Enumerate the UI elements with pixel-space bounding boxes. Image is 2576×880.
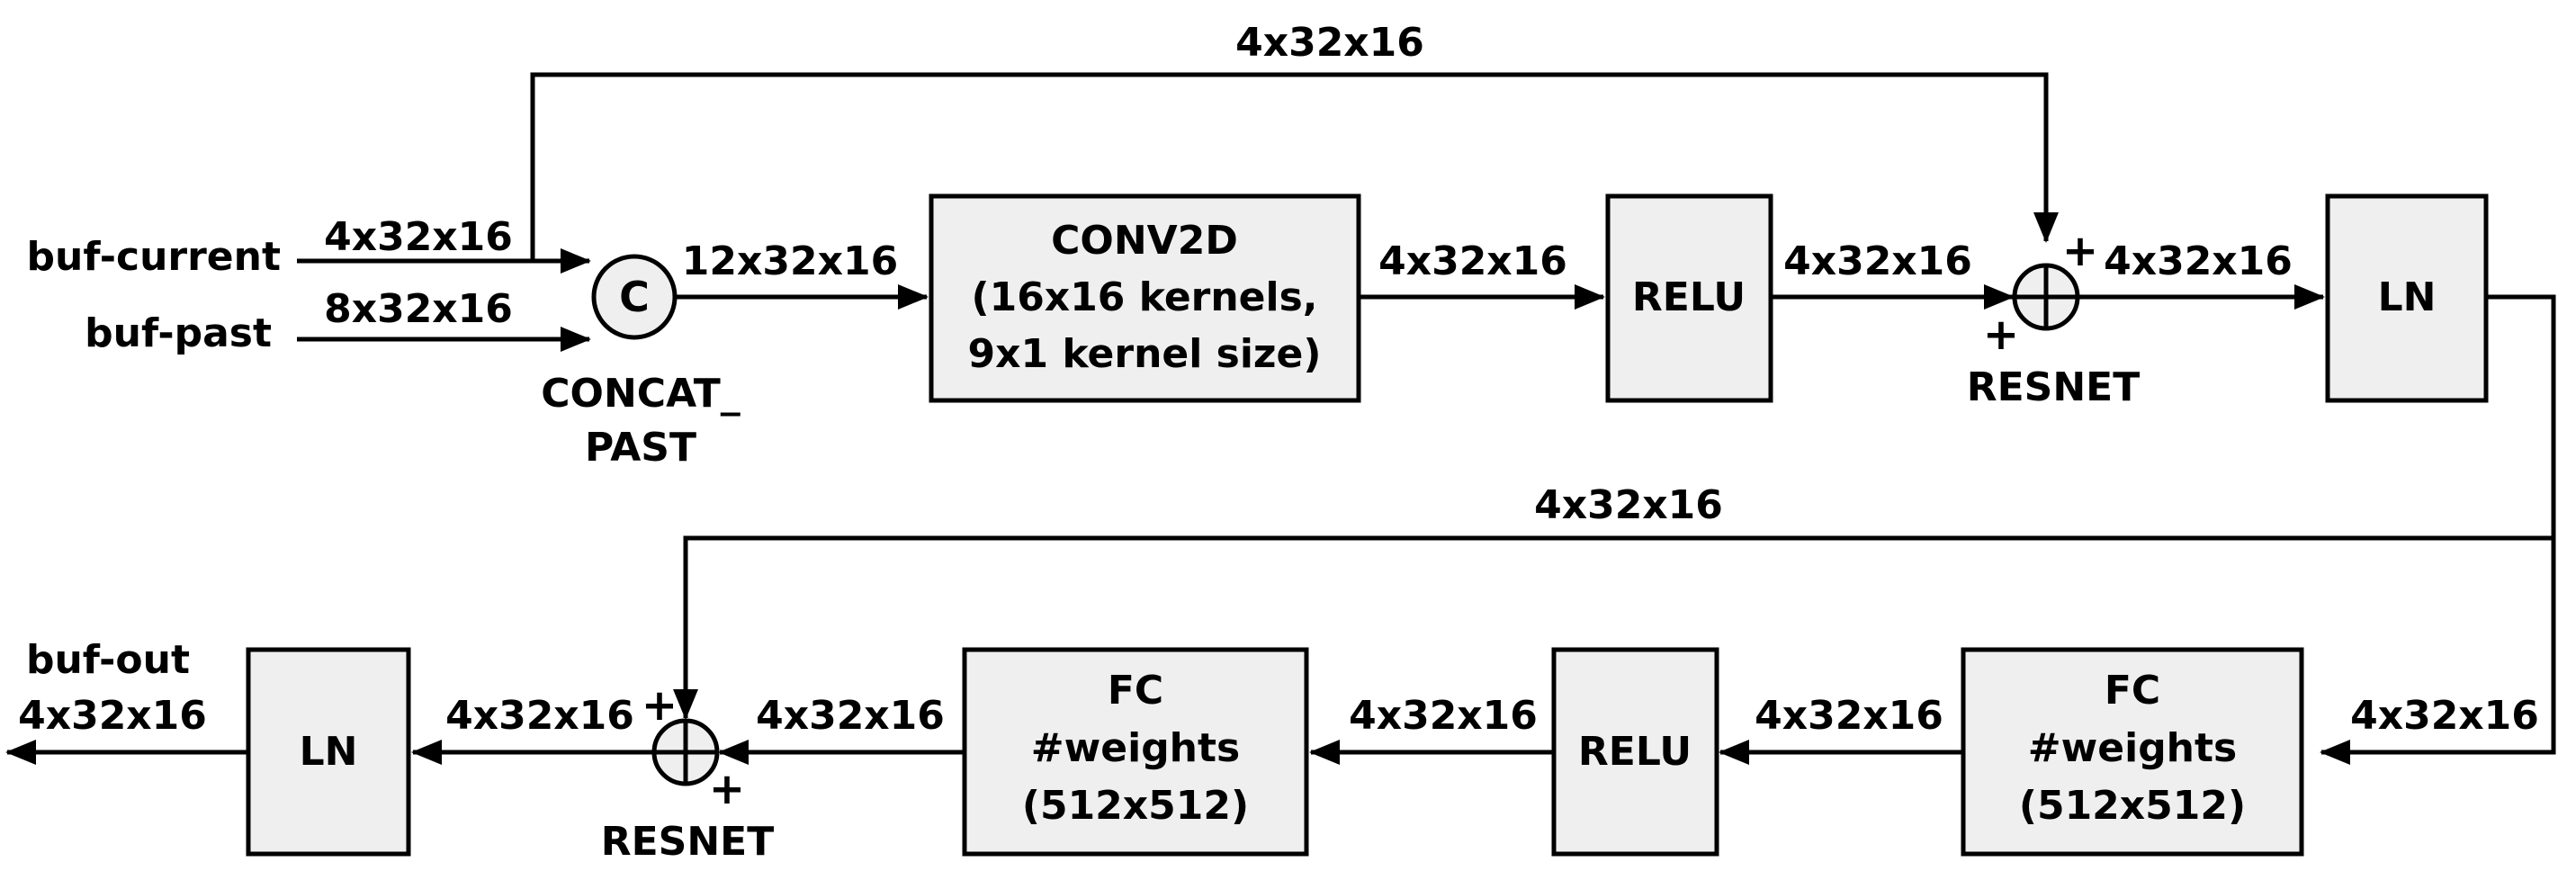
layer-norm-label-top: LN — [2378, 274, 2437, 320]
concat-label-line1: CONCAT_ — [541, 371, 740, 417]
conv2d-kernel-size: 9x1 kernel size) — [968, 331, 1322, 377]
resnet-label-bottom: RESNET — [601, 819, 775, 865]
fc-right-title: FC — [2105, 668, 2160, 714]
buf-current-label: buf-current — [27, 234, 281, 280]
concat-out-size-label: 12x32x16 — [682, 238, 898, 284]
relu-box-top — [1605, 193, 1773, 403]
ln-to-fc-wire — [2320, 294, 2556, 765]
layer-norm-box-bottom — [246, 647, 411, 857]
layer-norm-label-bottom: LN — [300, 729, 358, 775]
relu-label-bottom: RELU — [1578, 729, 1692, 775]
relu2-out-size-label: 4x32x16 — [1349, 693, 1538, 739]
fc-right-weights: #weights — [2028, 725, 2237, 771]
fc-left-title: FC — [1108, 668, 1163, 714]
fc-box-left — [962, 647, 1309, 857]
resnet1-out-size-label: 4x32x16 — [2104, 238, 2293, 284]
resnet-bottom-plus-upper: + — [642, 680, 678, 731]
fc-left-shape: (512x512) — [1022, 783, 1249, 829]
buf-past-label: buf-past — [85, 310, 272, 356]
skip-connection-bottom — [673, 535, 2554, 720]
skip-bottom-size-label: 4x32x16 — [1534, 482, 1723, 528]
fc-left-weights: #weights — [1031, 725, 1240, 771]
relu-box-bottom — [1551, 647, 1719, 857]
current-in-size-label: 4x32x16 — [324, 214, 513, 260]
resnet2-out-size-label: 4x32x16 — [445, 693, 634, 739]
conv-out-size-label: 4x32x16 — [1378, 238, 1567, 284]
relu-label-top: RELU — [1632, 274, 1746, 320]
ln1-to-fc1-size-label: 4x32x16 — [2350, 693, 2539, 739]
layer-norm-box-top — [2325, 193, 2489, 403]
conv2d-kernels: (16x16 kernels, — [971, 274, 1317, 320]
fc1-out-size-label: 4x32x16 — [1755, 693, 1943, 739]
buf-out-size-label: 4x32x16 — [18, 693, 207, 739]
resnet-top-plus-upper: + — [2062, 226, 2098, 276]
resnet-adder-top — [2012, 263, 2080, 331]
conv2d-title: CONV2D — [1051, 218, 1238, 264]
conv2d-box — [929, 193, 1361, 403]
fc2-out-size-label: 4x32x16 — [756, 693, 945, 739]
skip-connection-top — [530, 72, 2059, 261]
fc-right-shape: (512x512) — [2019, 783, 2246, 829]
past-in-size-label: 8x32x16 — [324, 286, 513, 332]
fc-box-right — [1961, 647, 2304, 857]
resnet-top-plus-lower: + — [1983, 310, 2019, 360]
buf-out-label: buf-out — [26, 637, 190, 683]
relu1-out-size-label: 4x32x16 — [1783, 238, 1972, 284]
skip-top-size-label: 4x32x16 — [1235, 20, 1424, 66]
resnet-bottom-plus-lower: + — [709, 764, 745, 814]
resnet-label-top: RESNET — [1967, 364, 2141, 410]
concat-symbol: C — [619, 273, 650, 321]
concat-label-line2: PAST — [585, 425, 696, 471]
concat-node — [591, 254, 678, 340]
